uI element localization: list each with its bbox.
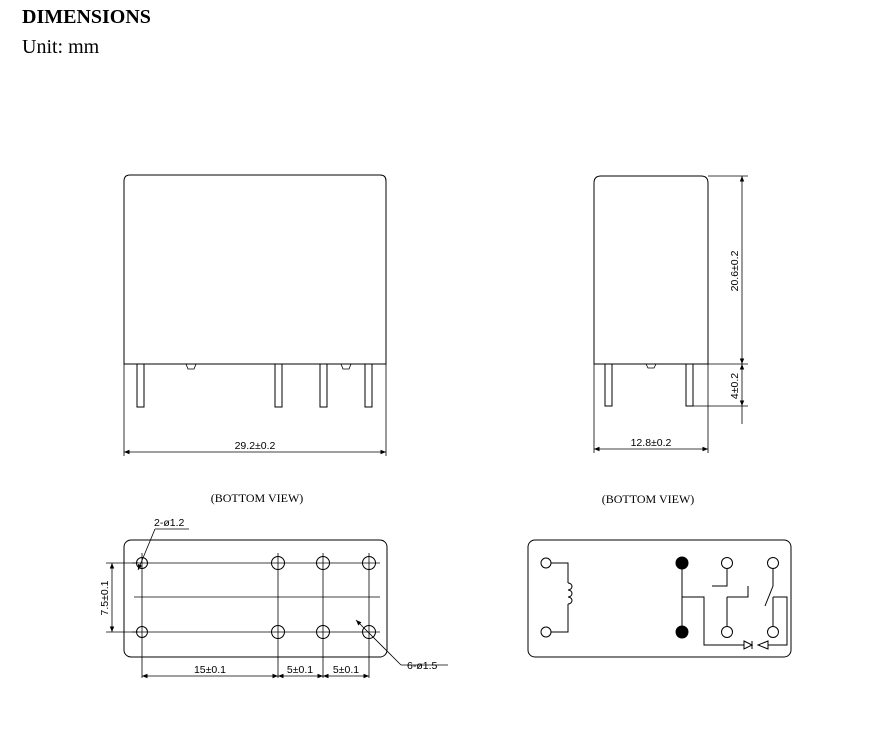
pitch-dimension-2: 5±0.1 — [287, 664, 313, 676]
pcb-holes — [136, 556, 376, 639]
page-title: DIMENSIONS — [22, 6, 151, 28]
coil-symbol — [540, 557, 573, 638]
contact-terminals — [675, 556, 779, 639]
bottom-view-hole-layout: 2-ø1.2 6-ø1.5 7.5±0.1 15±0.1 5±0.1 5±0.1 — [99, 517, 448, 679]
front-width-dimension: 29.2±0.2 — [235, 440, 276, 452]
side-body-outline — [593, 175, 709, 365]
row-spacing-dimension: 7.5±0.1 — [99, 580, 111, 615]
unit-label: Unit: mm — [22, 36, 100, 58]
front-pins — [136, 363, 373, 408]
bottom-outline-right — [527, 539, 792, 658]
large-hole-dimension: 6-ø1.5 — [407, 660, 438, 672]
bottom-outline-left — [123, 539, 388, 658]
small-hole-dimension: 2-ø1.2 — [154, 517, 185, 529]
bottom-view-wiring — [527, 539, 792, 658]
side-depth-dimension: 12.8±0.2 — [631, 437, 672, 449]
side-height-dimension: 20.6±0.2 — [729, 250, 741, 291]
pitch-dimension-3: 5±0.1 — [333, 664, 359, 676]
side-view: 20.6±0.2 4±0.2 12.8±0.2 — [593, 175, 748, 453]
pitch-dimension-1: 15±0.1 — [194, 664, 226, 676]
pin-length-dimension: 4±0.2 — [729, 373, 741, 399]
bottom-view-caption-right: (BOTTOM VIEW) — [602, 492, 695, 506]
bottom-view-caption-left: (BOTTOM VIEW) — [211, 491, 304, 505]
front-view: 29.2±0.2 — [123, 174, 387, 456]
front-body-outline — [123, 174, 387, 365]
contact-wiring — [681, 569, 788, 650]
